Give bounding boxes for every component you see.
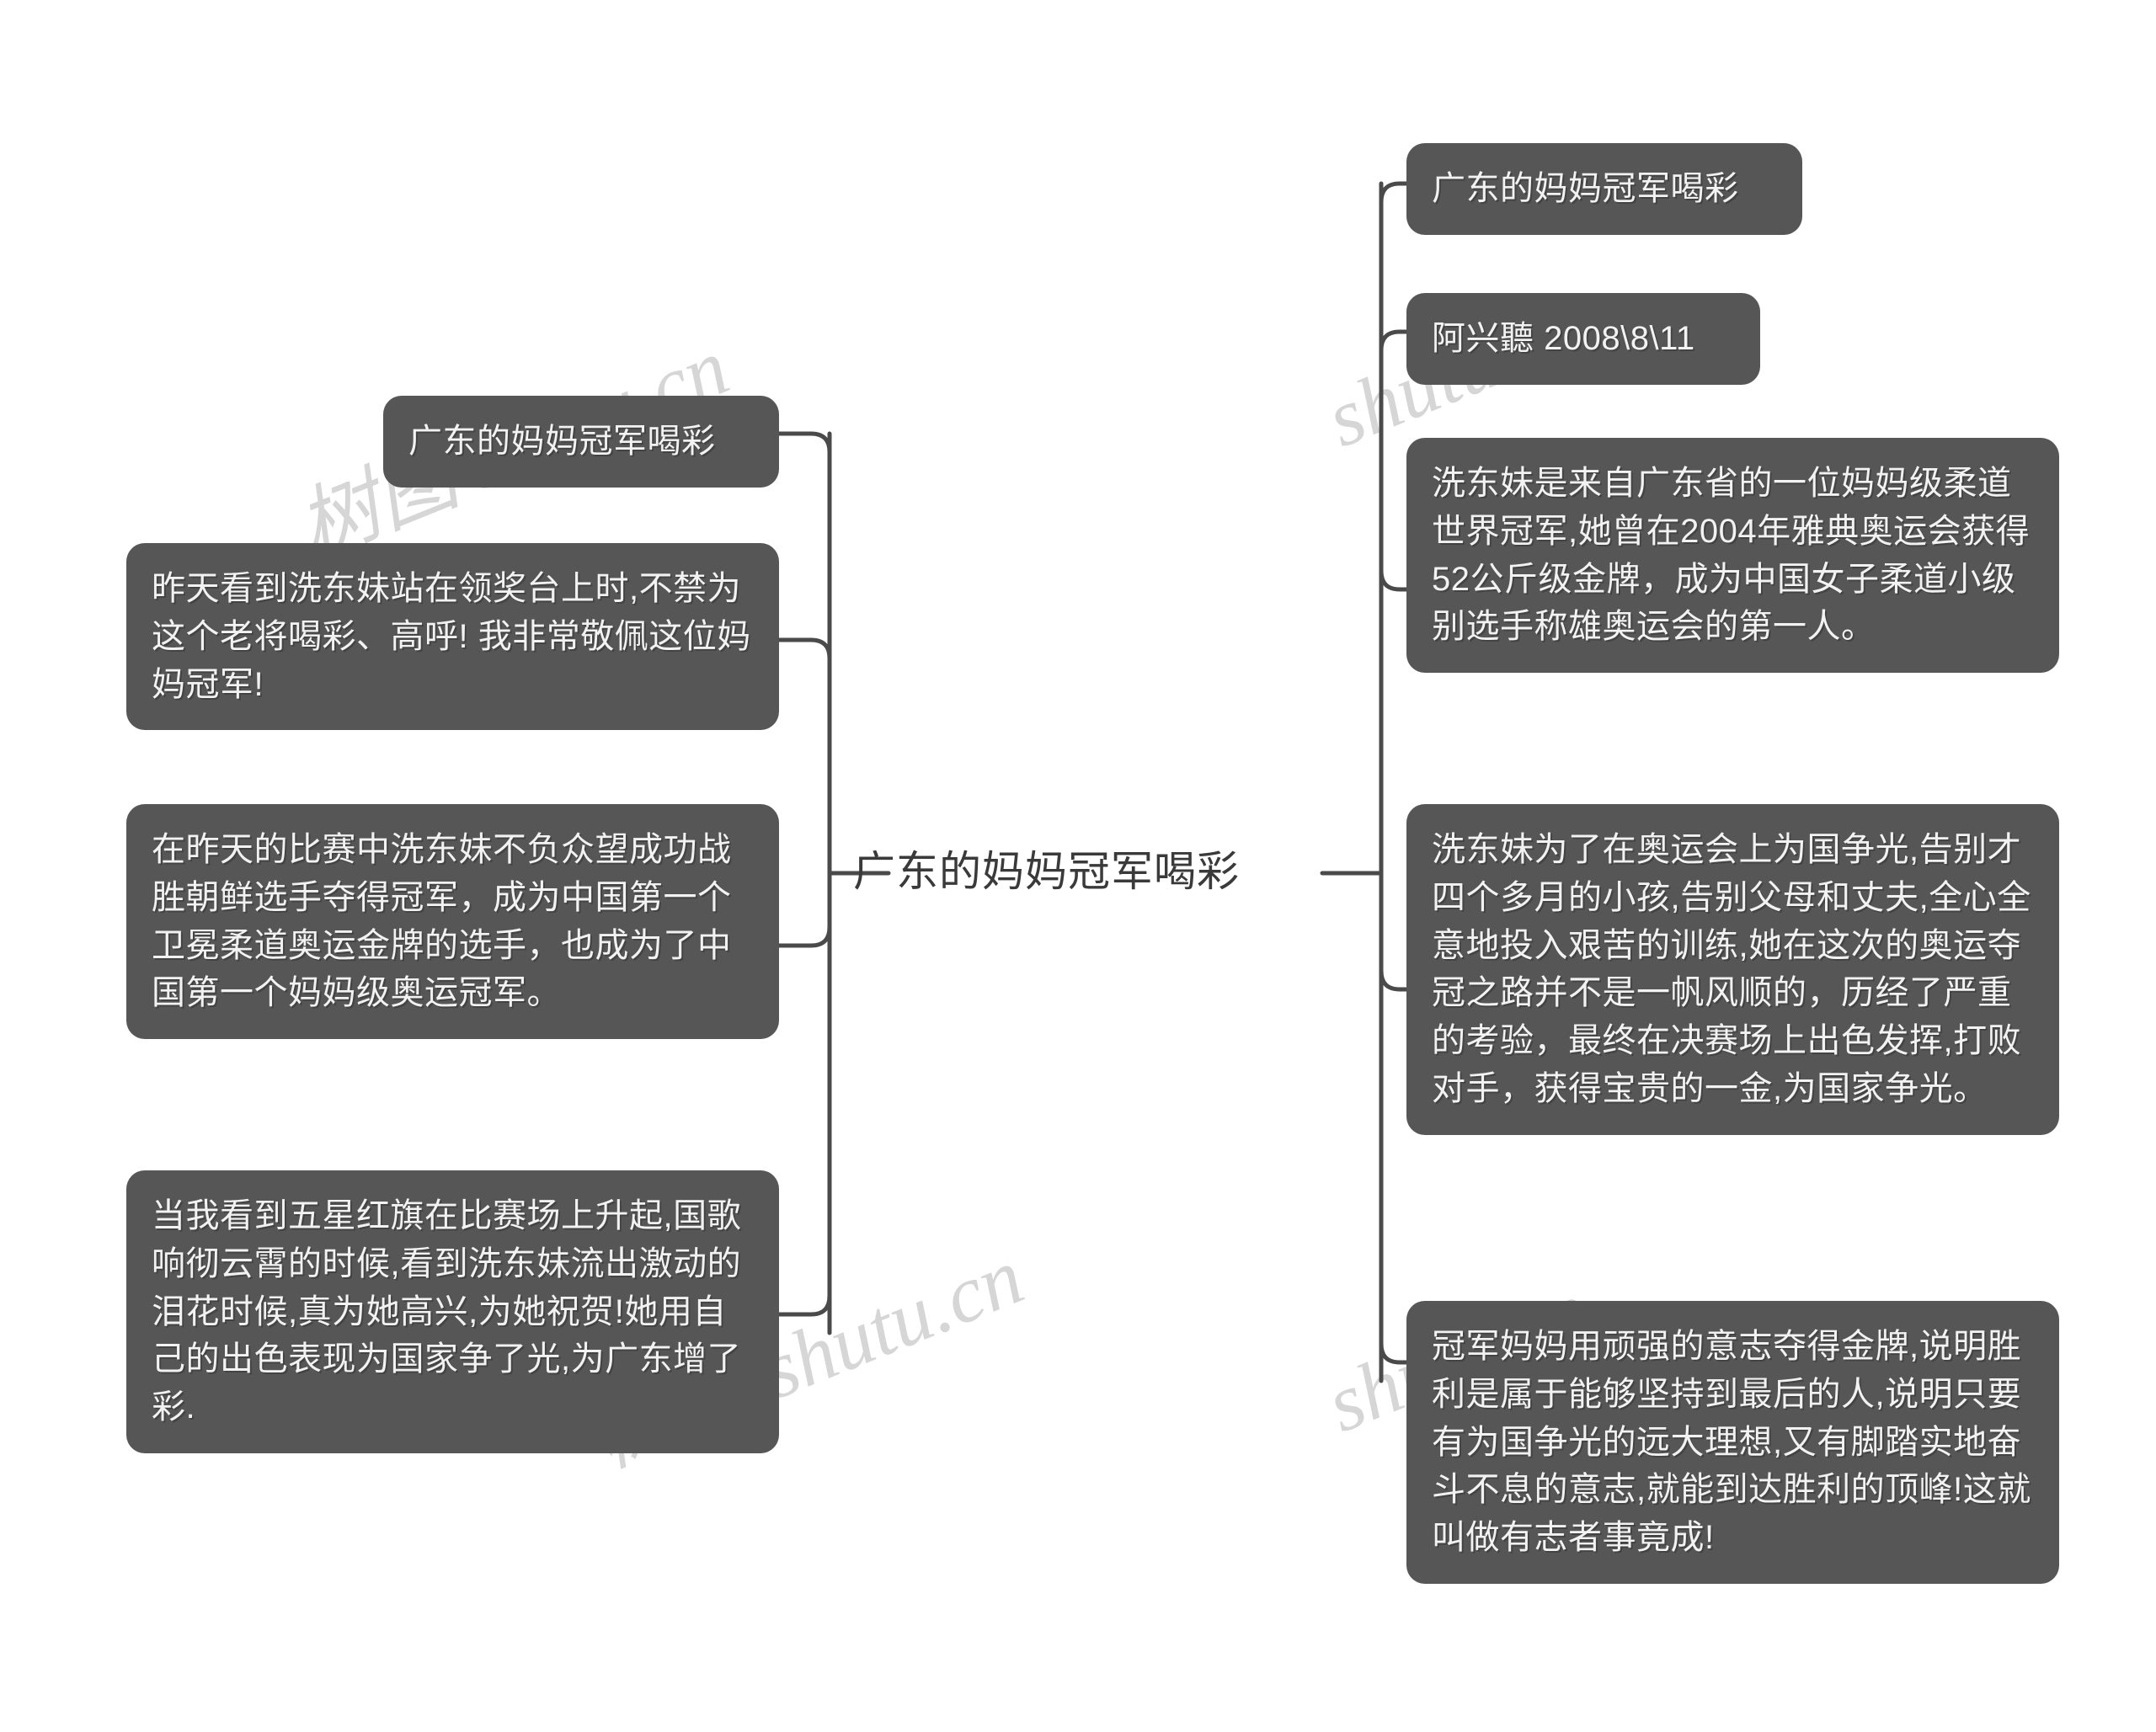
node-left-3[interactable]: 在昨天的比赛中洗东妹不负众望成功战胜朝鲜选手夺得冠军，成为中国第一个卫冕柔道奥运…: [126, 804, 779, 1040]
left-link-4: [776, 1293, 832, 1317]
node-left-4[interactable]: 当我看到五星红旗在比赛场上升起,国歌响彻云霄的时候,看到洗东妹流出激动的泪花时候…: [126, 1170, 779, 1453]
node-right-4[interactable]: 洗东妹为了在奥运会上为国争光,告别才四个多月的小孩,告别父母和丈夫,全心全意地投…: [1406, 804, 2059, 1135]
root-node-label[interactable]: 广东的妈妈冠军喝彩: [853, 848, 1240, 895]
node-right-5[interactable]: 冠军妈妈用顽强的意志夺得金牌,说明胜利是属于能够坚持到最后的人,说明只要有为国争…: [1406, 1301, 2059, 1584]
left-link-3: [776, 925, 832, 948]
node-right-2[interactable]: 阿兴聽 2008\8\11: [1406, 293, 1760, 385]
left-link-1: [776, 431, 832, 455]
node-left-2[interactable]: 昨天看到洗东妹站在领奖台上时,不禁为这个老将喝彩、高呼! 我非常敬佩这位妈妈冠军…: [126, 543, 779, 731]
left-link-2: [776, 637, 832, 661]
node-right-1[interactable]: 广东的妈妈冠军喝彩: [1406, 143, 1802, 235]
node-left-1[interactable]: 广东的妈妈冠军喝彩: [383, 396, 779, 488]
node-right-3[interactable]: 洗东妹是来自广东省的一位妈妈级柔道世界冠军,她曾在2004年雅典奥运会获得52公…: [1406, 438, 2059, 674]
